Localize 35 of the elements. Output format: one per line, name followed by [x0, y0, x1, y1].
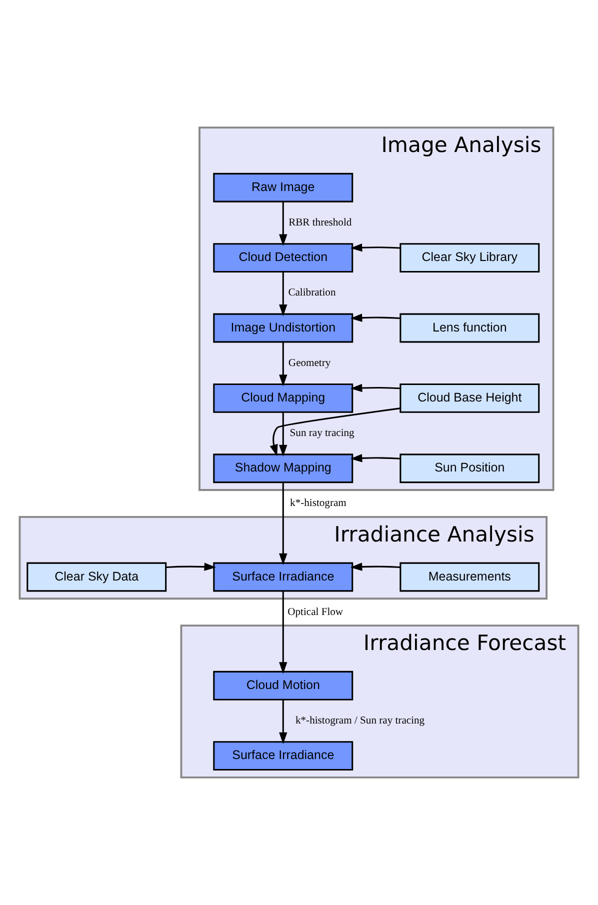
- node-box: Shadow Mapping: [213, 454, 354, 484]
- edge-label: Geometry: [288, 358, 331, 369]
- arrow: [279, 272, 288, 316]
- arrow: [350, 384, 400, 392]
- edge-label: Sun ray tracing: [290, 428, 354, 439]
- node-box: Lens function: [400, 313, 540, 343]
- node-box: Clear Sky Library: [400, 243, 540, 273]
- edge-label: Calibration: [288, 288, 336, 299]
- arrow: [279, 482, 288, 566]
- arrow: [279, 412, 288, 457]
- node-box: Image Undistortion: [213, 313, 354, 343]
- node-box: Cloud Detection: [213, 243, 354, 273]
- node-box: Cloud Base Height: [400, 383, 540, 413]
- node-box: Sun Position: [400, 454, 540, 484]
- node-box: Surface Irradiance: [213, 562, 354, 592]
- node-box: Cloud Mapping: [213, 383, 354, 413]
- arrow: [350, 454, 400, 462]
- arrow: [270, 408, 400, 456]
- arrow: [350, 562, 400, 571]
- arrow: [350, 314, 400, 322]
- node-box: Raw Image: [213, 172, 354, 202]
- arrow: [279, 700, 288, 744]
- edge-label: k*-histogram: [290, 498, 346, 510]
- arrow: [166, 562, 216, 571]
- node-box: Clear Sky Data: [26, 562, 167, 592]
- arrow: [279, 591, 288, 674]
- node-box: Surface Irradiance: [213, 741, 354, 771]
- node-box: Measurements: [400, 562, 540, 592]
- arrow: [279, 202, 288, 246]
- arrow: [350, 243, 400, 252]
- edge-label: Optical Flow: [288, 606, 344, 618]
- edge-label: RBR threshold: [288, 217, 352, 228]
- arrow: [279, 342, 288, 386]
- edge-label: k*-histogram / Sun ray tracing: [296, 715, 425, 726]
- node-box: Cloud Motion: [213, 670, 354, 700]
